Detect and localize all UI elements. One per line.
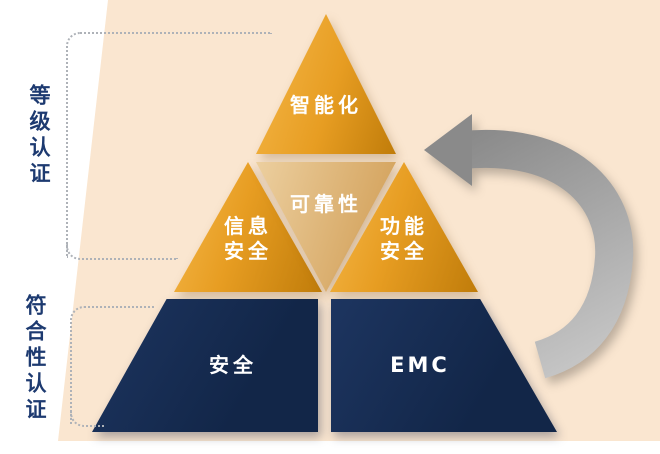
side-label-conformity-certification: 符合性认证 (23, 294, 47, 424)
mid-right-label-line1: 功能 (380, 214, 428, 238)
mid-center-label: 可靠性 (290, 192, 362, 216)
bottom-right-label: EMC (390, 353, 450, 378)
bottom-left-label: 安全 (209, 353, 257, 377)
top-triangle-label: 智能化 (290, 93, 362, 117)
pyramid-bottom-right-trapezoid: EMC (331, 299, 557, 432)
pyramid-mid-right-triangle: 功能 安全 (330, 162, 478, 292)
grade-certification-bracket-bottom-line (66, 244, 178, 260)
side-label-grade-certification: 等级认证 (27, 84, 51, 188)
arrow-head (424, 114, 472, 186)
pyramid-bottom-left-trapezoid: 安全 (92, 299, 318, 432)
mid-left-label-line1: 信息 (224, 214, 272, 238)
grade-certification-bracket (66, 32, 272, 260)
pyramid-top-triangle: 智能化 (256, 14, 396, 154)
conformity-certification-bracket-bottom-line (70, 411, 104, 427)
mid-right-label-line2: 安全 (380, 239, 428, 263)
conformity-certification-bracket (70, 306, 154, 427)
arrow-body (460, 129, 634, 379)
